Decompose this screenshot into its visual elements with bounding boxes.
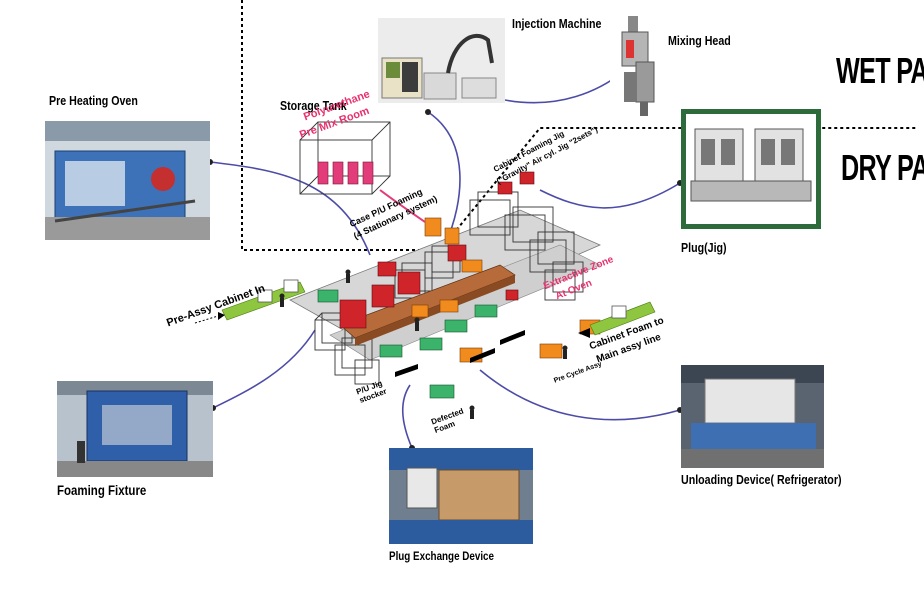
connector-exchange [401, 384, 413, 449]
plug-jig-label: Plug(Jig) [681, 240, 727, 255]
pre-heating-oven-photo [45, 121, 210, 240]
foaming-fixture-label: Foaming Fixture [57, 482, 147, 498]
mixing-head-label: Mixing Head [668, 33, 731, 48]
storage-tank-label: Storage Tank [280, 98, 347, 113]
pre-heating-oven-label: Pre Heating Oven [49, 93, 138, 108]
dry-part-label: DRY PART [841, 147, 924, 188]
plug-exchange-device-photo [389, 448, 533, 544]
wet-part-label: WET PART [836, 50, 924, 91]
plug-jig-photo [681, 109, 821, 229]
foaming-fixture-photo [57, 381, 213, 477]
plant-layout-illustration [194, 121, 656, 419]
connector-plug [539, 182, 681, 209]
unloading-device-photo [681, 365, 824, 468]
connector-oven [209, 161, 371, 256]
plug-exchange-device-label: Plug Exchange Device [389, 549, 495, 563]
connector-unloading [479, 369, 681, 421]
unloading-device-label: Unloading Device( Refrigerator) [681, 472, 842, 487]
connector-foaming [212, 329, 316, 409]
connector-injection [504, 71, 624, 104]
injection-machine-label: Injection Machine [512, 16, 602, 31]
mixing-head-photo [610, 12, 668, 120]
injection-machine-photo [378, 18, 505, 103]
